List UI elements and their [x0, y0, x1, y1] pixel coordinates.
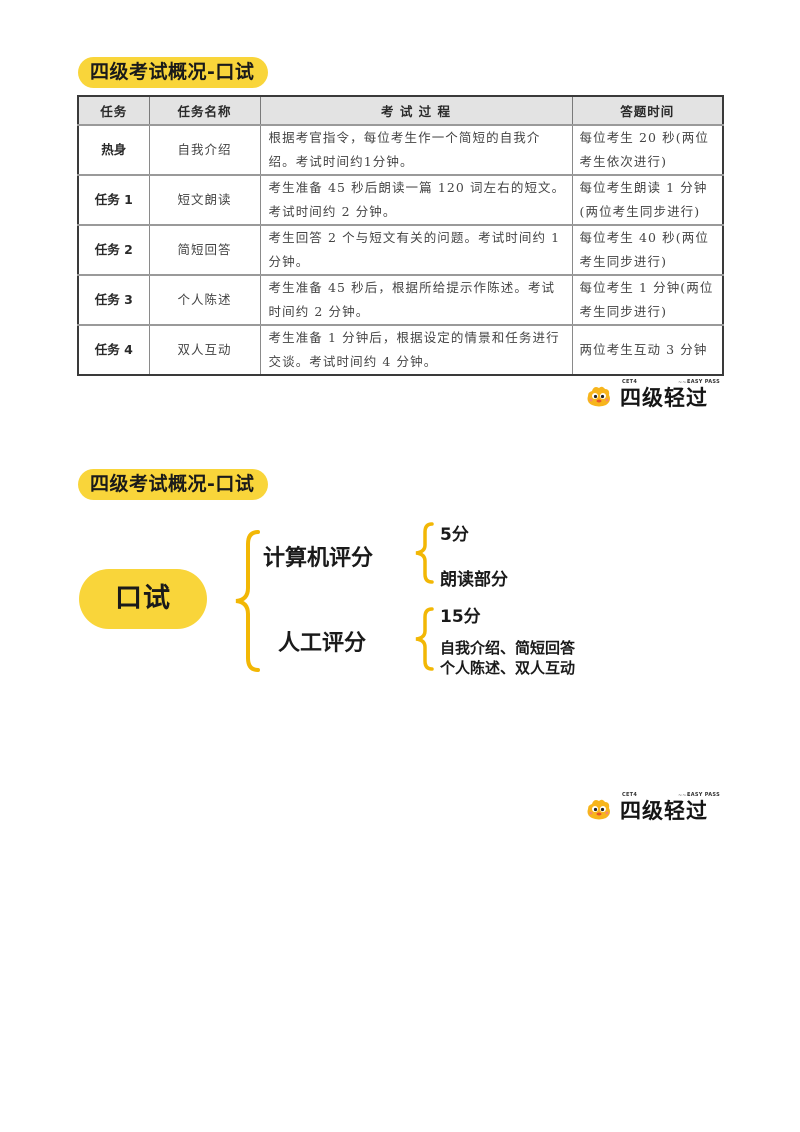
cell-process: 考生准备 45 秒后，根据所给提示作陈述。考试时间约 2 分钟。	[259, 274, 573, 326]
leaf-computer-score: 5分	[440, 525, 469, 545]
cell-task: 任务 4	[77, 324, 150, 376]
logo-scribble: ~~~	[678, 380, 691, 386]
mindmap-root-oral-exam: 口试	[79, 569, 207, 629]
cell-answer-time: 每位考生 1 分钟(两位考生同步进行)	[571, 274, 724, 326]
cell-task-name: 个人陈述	[148, 274, 261, 326]
section-title-oral-exam-overview: 四级考试概况-口试	[78, 57, 269, 88]
table-row: 任务 1 短文朗读 考生准备 45 秒后朗读一篇 120 词左右的短文。考试时间…	[77, 174, 724, 226]
brace-icon-main	[235, 530, 260, 672]
leaf-computer-detail: 朗读部分	[440, 570, 508, 590]
cell-process: 考生准备 1 分钟后，根据设定的情景和任务进行交谈。考试时间约 4 分钟。	[259, 324, 573, 376]
logo-brand-text: 四级轻过	[620, 799, 708, 823]
cell-answer-time: 每位考生 40 秒(两位考生同步进行)	[571, 224, 724, 276]
logo-cet4-text: CET4	[622, 792, 638, 798]
logo-easy-pass-text: EASY PASS	[686, 792, 720, 798]
cell-process: 根据考官指令，每位考生作一个简短的自我介绍。考试时间约1分钟。	[259, 124, 573, 176]
section-title-oral-exam-scoring: 四级考试概况-口试	[78, 469, 269, 500]
logo-scribble: ~~~	[678, 793, 691, 799]
mascot-icon	[587, 386, 610, 407]
cell-process: 考生准备 45 秒后朗读一篇 120 词左右的短文。考试时间约 2 分钟。	[259, 174, 573, 226]
cell-task-name: 短文朗读	[148, 174, 261, 226]
cell-answer-time: 每位考生 20 秒(两位考生依次进行)	[571, 124, 724, 176]
cell-task-name: 简短回答	[148, 224, 261, 276]
branch-human-scoring: 人工评分	[278, 631, 367, 656]
cell-task: 热身	[77, 124, 150, 176]
leaf-human-detail-line1: 自我介绍、简短回答	[440, 639, 576, 657]
oral-exam-table: 任务 任务名称 考 试 过 程 答题时间 热身 自我介绍 根据考官指令，每位考生…	[77, 95, 724, 376]
cell-task: 任务 3	[77, 274, 150, 326]
branch-computer-scoring: 计算机评分	[263, 546, 374, 571]
logo-brand-text: 四级轻过	[620, 386, 708, 410]
cell-task: 任务 1	[77, 174, 150, 226]
cell-task-name: 双人互动	[148, 324, 261, 376]
cell-answer-time: 每位考生朗读 1 分钟(两位考生同步进行)	[571, 174, 724, 226]
cell-process: 考生回答 2 个与短文有关的问题。考试时间约 1 分钟。	[259, 224, 573, 276]
leaf-human-score: 15分	[440, 607, 481, 627]
table-row: 任务 2 简短回答 考生回答 2 个与短文有关的问题。考试时间约 1 分钟。 每…	[77, 224, 724, 276]
cell-task: 任务 2	[77, 224, 150, 276]
logo-cet4-text: CET4	[622, 379, 638, 385]
brace-icon-computer	[415, 522, 434, 584]
cell-answer-time: 两位考生互动 3 分钟	[571, 324, 724, 376]
table-row: 热身 自我介绍 根据考官指令，每位考生作一个简短的自我介绍。考试时间约1分钟。 …	[77, 124, 724, 176]
header-process: 考 试 过 程	[259, 95, 573, 126]
brace-icon-human	[415, 607, 434, 671]
brand-logo: CET4 ~~~ EASY PASS 四级轻过	[584, 792, 724, 826]
logo-easy-pass-text: EASY PASS	[686, 379, 720, 385]
cell-task-name: 自我介绍	[148, 124, 261, 176]
header-answer-time: 答题时间	[571, 95, 724, 126]
table-row: 任务 3 个人陈述 考生准备 45 秒后，根据所给提示作陈述。考试时间约 2 分…	[77, 274, 724, 326]
brand-logo: CET4 ~~~ EASY PASS 四级轻过	[584, 379, 724, 413]
header-task: 任务	[77, 95, 150, 126]
table-row: 任务 4 双人互动 考生准备 1 分钟后，根据设定的情景和任务进行交谈。考试时间…	[77, 324, 724, 376]
mascot-icon	[587, 799, 610, 820]
header-task-name: 任务名称	[148, 95, 261, 126]
leaf-human-detail-line2: 个人陈述、双人互动	[440, 659, 576, 677]
table-header-row: 任务 任务名称 考 试 过 程 答题时间	[77, 95, 724, 126]
